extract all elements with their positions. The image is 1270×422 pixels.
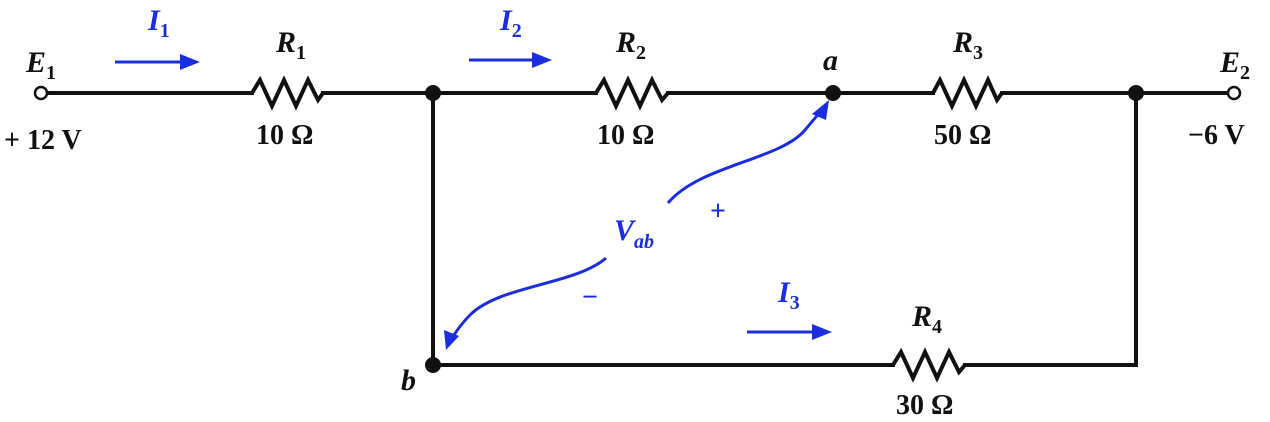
node-b — [425, 357, 441, 373]
vab-minus: − — [582, 282, 598, 313]
vab-curve-lower — [450, 256, 607, 339]
current-i3: I3 — [747, 276, 832, 340]
node-a — [825, 85, 841, 101]
r4-label: R4 — [911, 300, 942, 338]
r4-value: 30 Ω — [896, 390, 953, 421]
junction-top-right — [1128, 85, 1144, 101]
r2-label: R2 — [615, 26, 646, 64]
i1-arrow-head — [180, 54, 200, 70]
e1-label: E1 — [25, 46, 56, 84]
r1-label: R1 — [275, 26, 306, 64]
resistor-r2 — [594, 75, 670, 111]
i2-arrow-head — [532, 52, 552, 68]
r3-label: R3 — [952, 26, 983, 64]
resistor-r1 — [250, 75, 325, 111]
vab-indicator: Vab + − — [444, 100, 829, 350]
wires — [45, 91, 1230, 367]
node-b-label: b — [401, 364, 416, 397]
node-a-label: a — [823, 44, 838, 77]
i3-label: I3 — [777, 276, 800, 314]
vab-plus: + — [710, 196, 726, 227]
vab-curve-upper — [666, 106, 826, 204]
resistor-r3 — [931, 75, 1004, 111]
i2-label: I2 — [499, 4, 522, 42]
vab-arrow-head-a — [812, 100, 829, 120]
r2-value: 10 Ω — [597, 120, 654, 151]
current-i1: I1 — [115, 4, 200, 70]
vab-label: Vab — [614, 214, 654, 253]
i3-arrow-head — [812, 324, 832, 340]
e2-value: −6 V — [1188, 120, 1245, 151]
r1-value: 10 Ω — [256, 120, 313, 151]
terminal-e1 — [33, 85, 49, 101]
resistor-r4 — [891, 347, 967, 383]
junction-top-left — [425, 85, 441, 101]
terminal-e2 — [1226, 85, 1242, 101]
e2-label: E2 — [1219, 46, 1250, 84]
current-i2: I2 — [469, 4, 552, 68]
vab-arrow-head-b — [444, 330, 459, 350]
e1-value: + 12 V — [4, 125, 82, 156]
i1-label: I1 — [147, 4, 170, 42]
r3-value: 50 Ω — [934, 120, 991, 151]
